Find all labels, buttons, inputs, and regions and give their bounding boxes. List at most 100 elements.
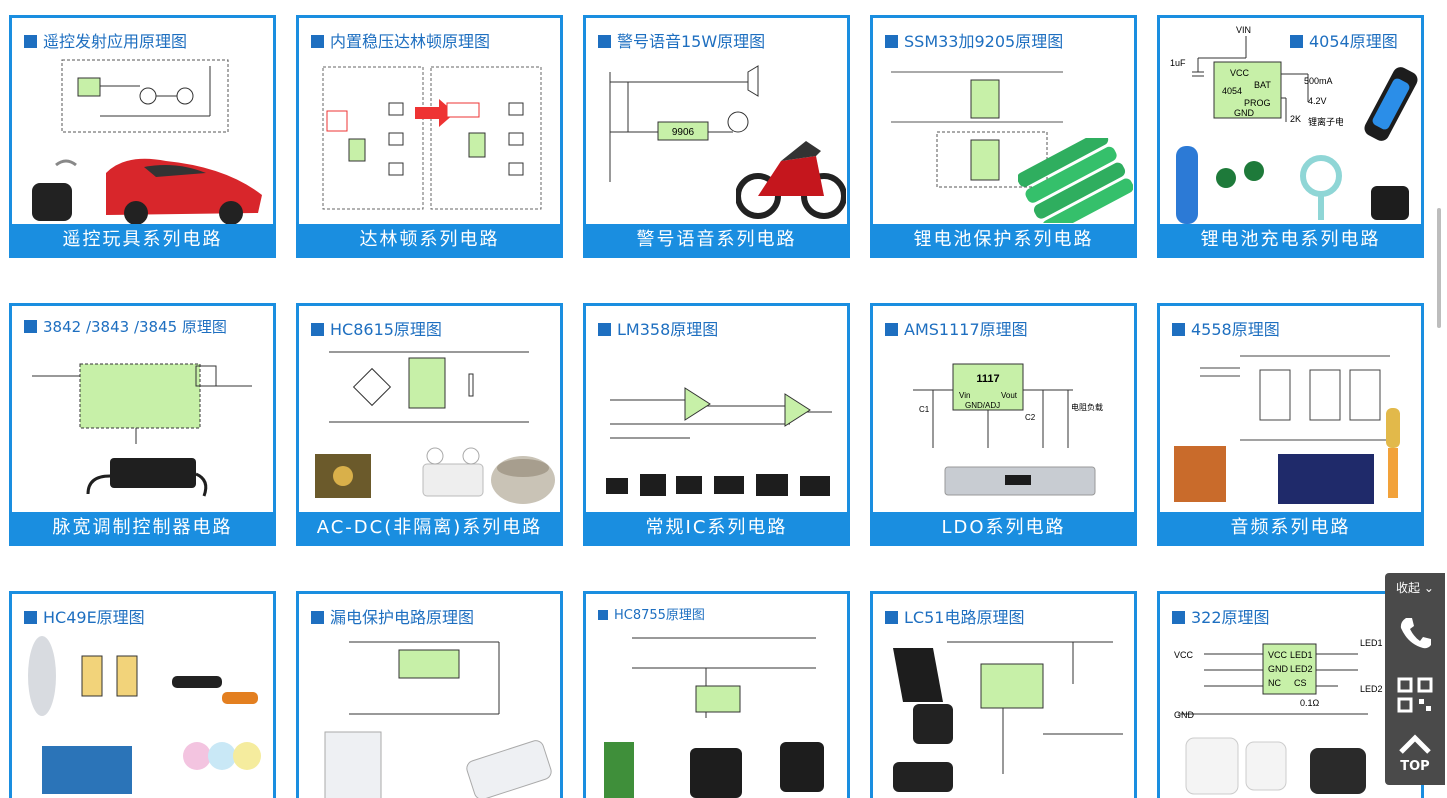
collapse-button[interactable]: 收起 ⌄ (1396, 581, 1434, 595)
car-charger-image (893, 648, 953, 792)
schematic-image (947, 641, 1123, 774)
phone-icon (1400, 618, 1431, 649)
schematic-image (610, 387, 832, 439)
card-title: AMS1117原理图 (885, 316, 1028, 340)
svg-text:Vout: Vout (1001, 391, 1018, 400)
svg-text:VIN: VIN (1236, 25, 1251, 35)
svg-text:0.1Ω: 0.1Ω (1300, 698, 1320, 708)
card-ams1117[interactable]: AMS1117原理图 1117 Vin Vout GND/ADJ C1 C2 电… (870, 303, 1137, 546)
schematic-image (891, 71, 1063, 188)
top-label: TOP (1400, 759, 1430, 774)
svg-text:Vin: Vin (959, 391, 970, 400)
breaker-image (324, 731, 552, 798)
card-title: HC49E原理图 (24, 604, 145, 628)
schematic-image (349, 641, 500, 715)
card-title: 内置稳压达林顿原理图 (311, 28, 490, 52)
svg-text:C2: C2 (1025, 413, 1036, 422)
arrow-up-icon (1399, 734, 1431, 754)
card-footer: 锂电池保护系列电路 (873, 224, 1134, 255)
svg-text:GND: GND (1174, 710, 1195, 720)
svg-text:LED2: LED2 (1360, 684, 1383, 694)
card-footer: 锂电池充电系列电路 (1160, 224, 1421, 255)
svg-text:PROG: PROG (1244, 98, 1271, 108)
card-title: 4054原理图 (1290, 28, 1398, 52)
card-acdc[interactable]: HC8615原理图 AC-DC(非隔离)系列电路 (296, 303, 563, 546)
card-remote[interactable]: 遥控发射应用原理图 遥控玩具系列电路 (9, 15, 276, 258)
schematic-image: 9906 (609, 65, 759, 182)
svg-text:1uF: 1uF (1170, 58, 1186, 68)
card-siren[interactable]: 警号语音15W原理图 9906 警号语音系列电路 (583, 15, 850, 258)
card-hc49e[interactable]: HC49E原理图 (9, 591, 276, 798)
card-footer: AC-DC(非隔离)系列电路 (299, 512, 560, 543)
card-title: 漏电保护电路原理图 (311, 604, 474, 628)
qrcode-icon (1397, 677, 1433, 713)
chip-label: 9906 (672, 127, 695, 138)
card-li-charge[interactable]: 4054原理图 VIN 1uF VCC BAT 4054 PROG GND 50… (1157, 15, 1424, 258)
svg-text:GND: GND (1234, 108, 1255, 118)
card-footer: 达林顿系列电路 (299, 224, 560, 255)
appliances-image (315, 447, 555, 504)
svg-text:电阻负载: 电阻负载 (1071, 402, 1103, 412)
svg-text:1117: 1117 (976, 373, 999, 385)
svg-text:GND: GND (1268, 664, 1289, 674)
card-title: 警号语音15W原理图 (598, 28, 765, 52)
toy-car-image (32, 158, 262, 225)
battery-gadgets-image (1176, 67, 1418, 224)
phone-button[interactable] (1385, 605, 1445, 661)
card-footer: 常规IC系列电路 (586, 512, 847, 543)
card-pwm[interactable]: 3842 /3843 /3845 原理图 脉宽调制控制器电路 (9, 303, 276, 546)
schematic-image: VIN 1uF VCC BAT 4054 PROG GND 500mA 4.2V… (1170, 25, 1343, 127)
card-hc8755[interactable]: HC8755原理图 (583, 591, 850, 798)
card-4558[interactable]: 4558原理图 音频系列电路 (1157, 303, 1424, 546)
svg-text:2K: 2K (1290, 114, 1301, 124)
card-title: LC51电路原理图 (885, 604, 1024, 628)
card-lm358[interactable]: LM358原理图 常规IC系列电路 (583, 303, 850, 546)
card-footer: LDO系列电路 (873, 512, 1134, 543)
card-footer: 音频系列电路 (1160, 512, 1421, 543)
set-top-box-image (944, 466, 1096, 496)
card-darlington[interactable]: 内置稳压达林顿原理图 达林顿系列电路 (296, 15, 563, 258)
svg-text:NC: NC (1268, 678, 1281, 688)
svg-text:GND/ADJ: GND/ADJ (965, 401, 1000, 410)
schematic-image (632, 637, 816, 718)
card-footer: 脉宽调制控制器电路 (12, 512, 273, 543)
side-float-panel: 收起 ⌄ TOP (1385, 573, 1445, 785)
card-footer: 警号语音系列电路 (586, 224, 847, 255)
qrcode-button[interactable] (1385, 667, 1445, 723)
svg-text:LED2: LED2 (1290, 664, 1313, 674)
card-title: HC8755原理图 (598, 604, 705, 623)
card-title: 4558原理图 (1172, 316, 1280, 340)
svg-text:LED1: LED1 (1290, 650, 1313, 660)
card-lc51[interactable]: LC51电路原理图 (870, 591, 1137, 798)
back-to-top-button[interactable]: TOP (1385, 727, 1445, 783)
chevron-down-icon: ⌄ (1423, 581, 1434, 595)
svg-text:BAT: BAT (1254, 80, 1271, 90)
svg-text:4054: 4054 (1222, 86, 1242, 96)
battery-image (1018, 138, 1133, 223)
ic-chips-image (606, 474, 830, 496)
svg-text:C1: C1 (919, 405, 930, 414)
hall-sensor-image (28, 636, 261, 794)
svg-text:LED1: LED1 (1360, 638, 1383, 648)
svg-text:VCC: VCC (1174, 650, 1194, 660)
card-322[interactable]: 322原理图 VCC VCC GND NC LED1 LED2 CS LED1 … (1157, 591, 1424, 798)
card-title: SSM33加9205原理图 (885, 28, 1063, 52)
card-leakage[interactable]: 漏电保护电路原理图 (296, 591, 563, 798)
usb-charger-image (604, 742, 824, 798)
motorcycle-image (736, 141, 846, 219)
schematic-image (1200, 355, 1390, 441)
scrollbar[interactable] (1437, 208, 1441, 328)
svg-text:VCC: VCC (1230, 68, 1250, 78)
card-li-protect[interactable]: SSM33加9205原理图 锂电池保护系列电路 (870, 15, 1137, 258)
schematic-image (61, 59, 229, 133)
schematic-image (32, 363, 252, 444)
adapter-image (1185, 737, 1366, 795)
schematic-image (329, 351, 529, 423)
card-title: 遥控发射应用原理图 (24, 28, 187, 52)
card-title: 322原理图 (1172, 604, 1270, 628)
svg-text:VCC: VCC (1268, 650, 1288, 660)
svg-text:锂离子电池: 锂离子电池 (1308, 116, 1343, 127)
card-title: HC8615原理图 (311, 316, 442, 340)
svg-text:4.2V: 4.2V (1308, 96, 1327, 106)
svg-text:CS: CS (1294, 678, 1307, 688)
